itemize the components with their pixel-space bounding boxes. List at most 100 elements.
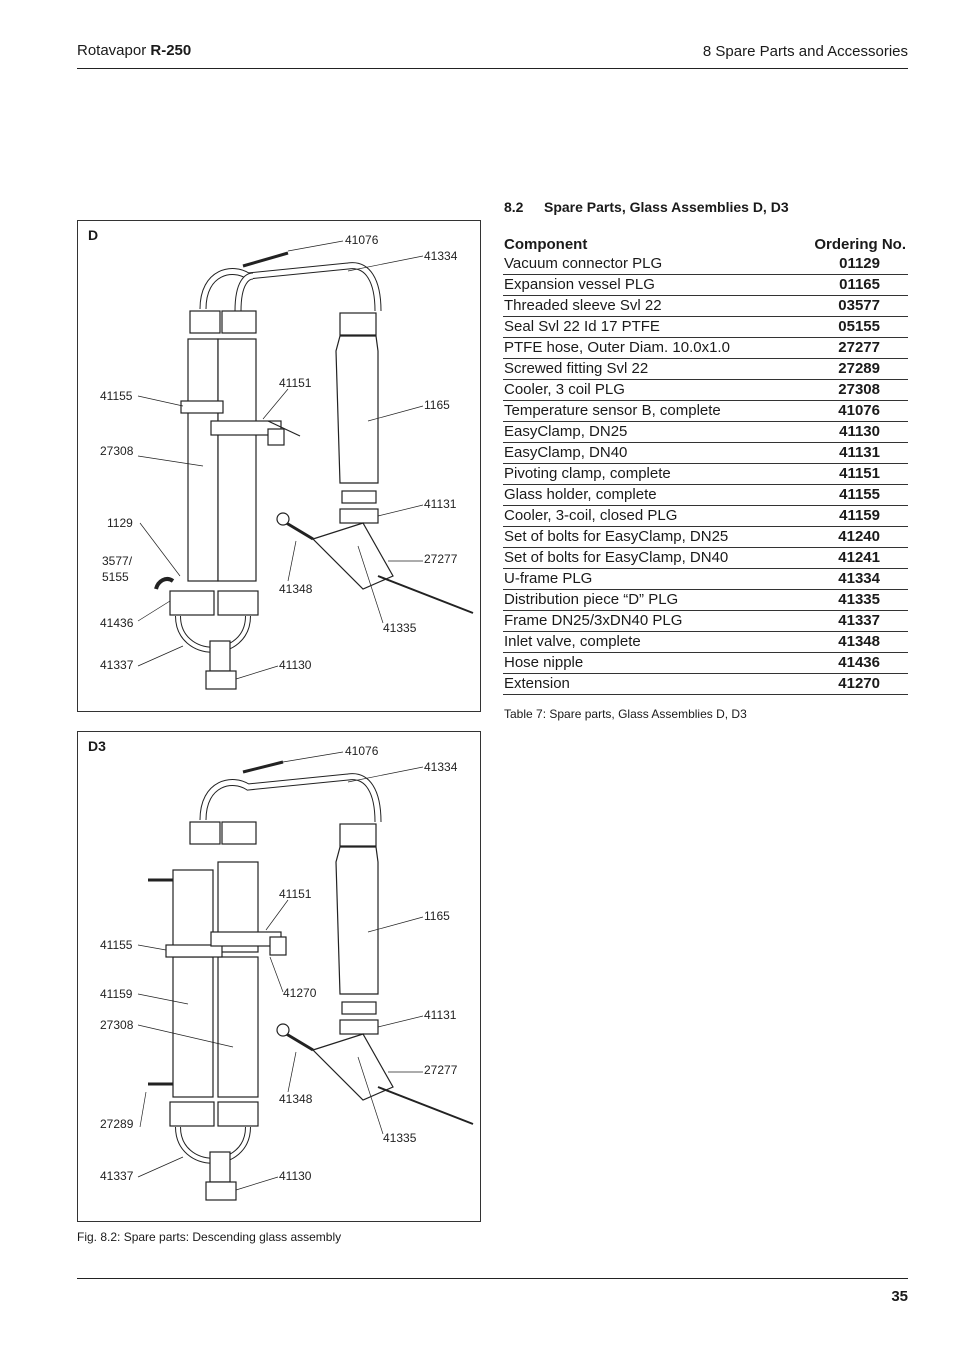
callout-3577: 3577/ — [102, 554, 133, 568]
component-cell: Vacuum connector PLG — [503, 254, 790, 275]
chapter-title: 8 Spare Parts and Accessories — [702, 43, 908, 60]
callout-41151: 41151 — [279, 376, 312, 390]
ordering-number-cell: 41334 — [789, 568, 908, 590]
callout-41334: 41334 — [424, 249, 458, 263]
section-number: 8.2 — [504, 199, 524, 215]
component-cell: Extension — [503, 673, 790, 695]
callout-27289: 27289 — [100, 1117, 134, 1131]
ordering-number-cell: 41348 — [789, 631, 908, 653]
callout-41155: 41155 — [100, 938, 133, 952]
component-cell: Seal Svl 22 Id 17 PTFE — [503, 316, 790, 338]
header-rule — [77, 68, 908, 69]
callout-27277: 27277 — [424, 1063, 458, 1077]
ordering-number-cell: 41436 — [789, 652, 908, 674]
callout-1129: 1129 — [107, 516, 133, 530]
callout-41348: 41348 — [279, 1092, 313, 1106]
column-header-component: Component — [504, 236, 588, 253]
spare-parts-table: Component Ordering No. Vacuum connector … — [503, 234, 908, 695]
ordering-number-cell: 41130 — [789, 421, 908, 443]
component-cell: PTFE hose, Outer Diam. 10.0x1.0 — [503, 337, 790, 359]
component-cell: Screwed fitting Svl 22 — [503, 358, 790, 380]
callout-27277: 27277 — [424, 552, 458, 566]
callout-41436: 41436 — [100, 616, 134, 630]
callout-41159: 41159 — [100, 987, 133, 1001]
ordering-number-cell: 03577 — [789, 295, 908, 317]
ordering-number-cell: 41337 — [789, 610, 908, 632]
component-cell: Set of bolts for EasyClamp, DN25 — [503, 526, 790, 548]
component-cell: Threaded sleeve Svl 22 — [503, 295, 790, 317]
callout-41076: 41076 — [345, 233, 379, 247]
callout-41348: 41348 — [279, 582, 313, 596]
callout-41131: 41131 — [424, 497, 457, 511]
ordering-number-cell: 41131 — [789, 442, 908, 464]
component-cell: U-frame PLG — [503, 568, 790, 590]
figure-caption: Fig. 8.2: Spare parts: Descending glass … — [77, 1230, 342, 1244]
callout-41335: 41335 — [383, 1131, 417, 1145]
callout-5155: 5155 — [102, 570, 129, 584]
figure-d3-label: D3 — [88, 738, 106, 754]
table-caption: Table 7: Spare parts, Glass Assemblies D… — [504, 707, 747, 721]
ordering-number-cell: 41155 — [789, 484, 908, 506]
component-cell: Frame DN25/3xDN40 PLG — [503, 610, 790, 632]
ordering-number-cell: 41241 — [789, 547, 908, 569]
ordering-number-cell: 41335 — [789, 589, 908, 611]
callout-41335: 41335 — [383, 621, 417, 635]
component-cell: Cooler, 3 coil PLG — [503, 379, 790, 401]
figure-d3-panel: D3 41076 41334 41151 41155 1165 41159 41… — [77, 731, 481, 1222]
callout-41130: 41130 — [279, 1169, 312, 1183]
page-number: 35 — [891, 1288, 908, 1305]
component-cell: Inlet valve, complete — [503, 631, 790, 653]
column-header-ordering-no: Ordering No. — [814, 236, 906, 253]
component-cell: Expansion vessel PLG — [503, 274, 790, 296]
ordering-number-cell: 41270 — [789, 673, 908, 695]
product-prefix: Rotavapor — [77, 42, 147, 59]
ordering-number-cell: 41159 — [789, 505, 908, 527]
component-cell: Distribution piece “D” PLG — [503, 589, 790, 611]
component-cell: EasyClamp, DN25 — [503, 421, 790, 443]
figure-d3-drawing — [137, 751, 474, 1201]
ordering-number-cell: 01129 — [789, 254, 908, 275]
component-cell: Glass holder, complete — [503, 484, 790, 506]
callout-1165: 1165 — [424, 398, 450, 412]
callout-41155: 41155 — [100, 389, 133, 403]
section-heading: 8.2 Spare Parts, Glass Assemblies D, D3 — [504, 199, 789, 215]
figure-d-panel: D 41076 41334 41155 41151 1165 27308 411… — [77, 220, 481, 712]
figure-d-label: D — [88, 227, 99, 243]
ordering-number-cell: 41076 — [789, 400, 908, 422]
callout-41076: 41076 — [345, 744, 379, 758]
product-model: R-250 — [150, 42, 192, 59]
ordering-number-cell: 27277 — [789, 337, 908, 359]
callout-1165: 1165 — [424, 909, 450, 923]
ordering-number-cell: 05155 — [789, 316, 908, 338]
ordering-number-cell: 01165 — [789, 274, 908, 296]
callout-41337: 41337 — [100, 658, 134, 672]
callout-41334: 41334 — [424, 760, 458, 774]
ordering-number-cell: 41240 — [789, 526, 908, 548]
component-cell: Pivoting clamp, complete — [503, 463, 790, 485]
section-title-text: Spare Parts, Glass Assemblies D, D3 — [544, 199, 789, 215]
figure-d-drawing — [137, 240, 474, 690]
footer-rule — [77, 1278, 908, 1279]
component-cell: Hose nipple — [503, 652, 790, 674]
component-cell: Cooler, 3-coil, closed PLG — [503, 505, 790, 527]
callout-41270: 41270 — [283, 986, 317, 1000]
ordering-number-cell: 41151 — [789, 463, 908, 485]
ordering-number-cell: 27308 — [789, 379, 908, 401]
